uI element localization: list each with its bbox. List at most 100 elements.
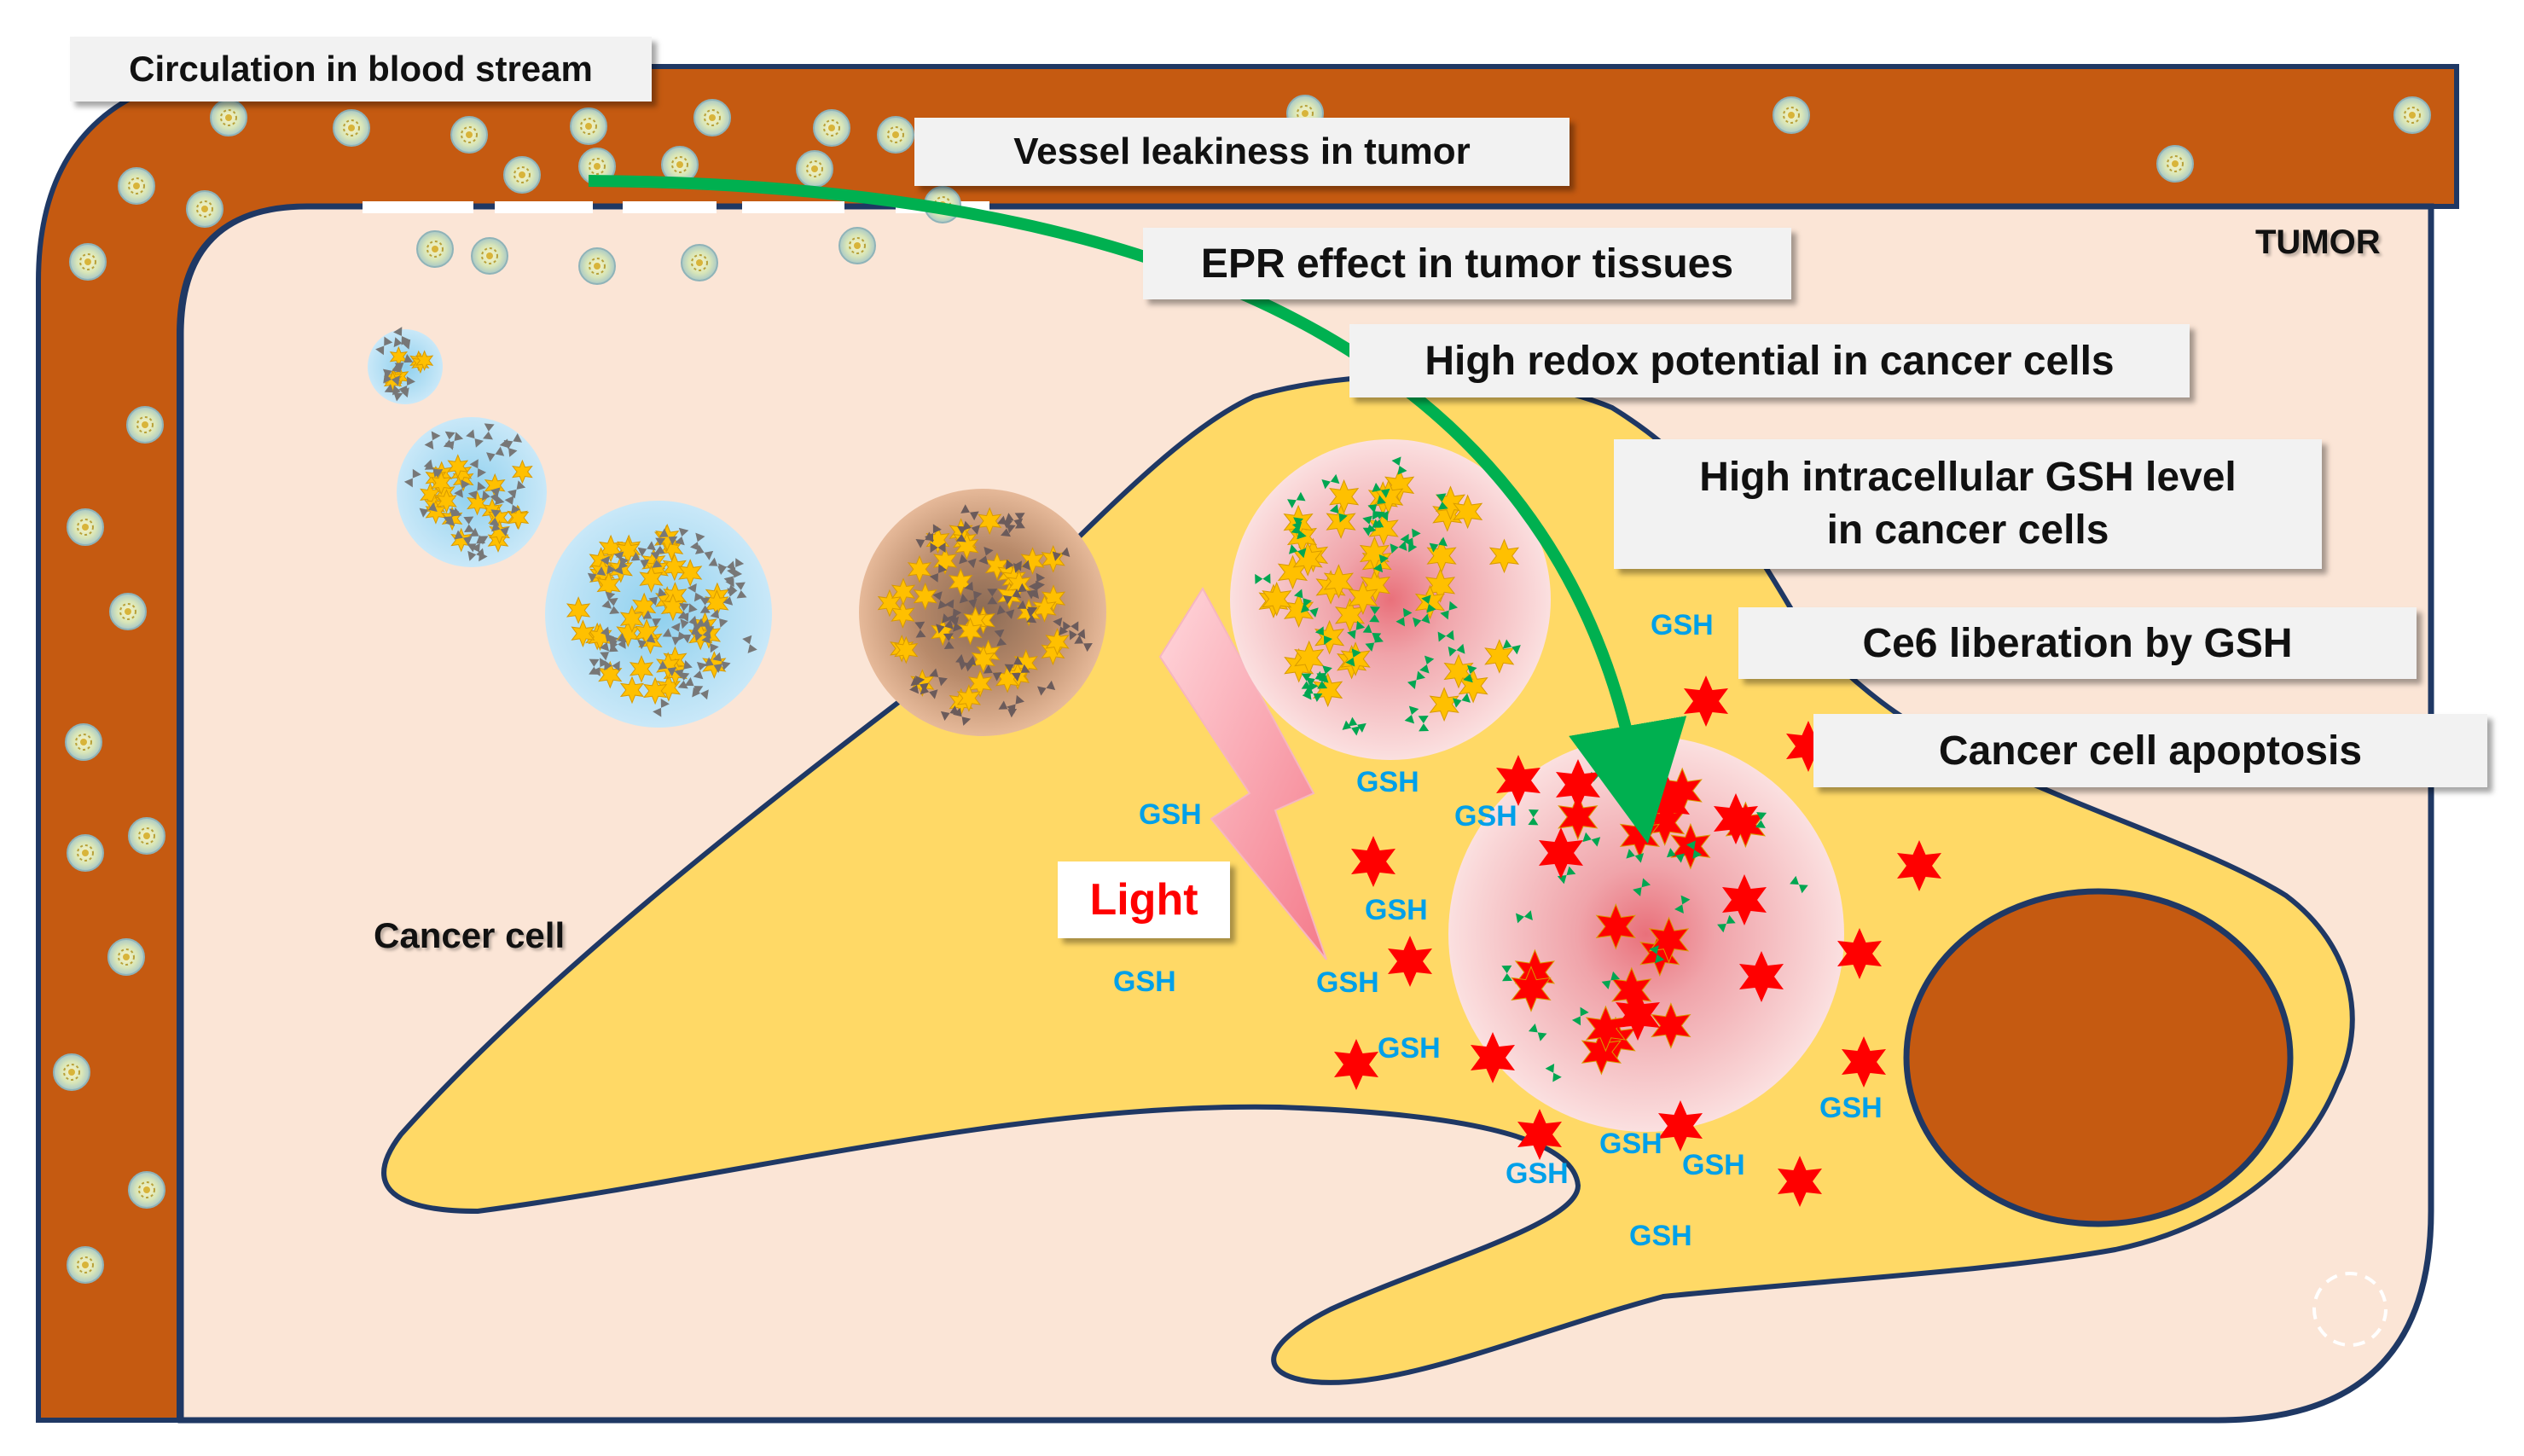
star-icon [1388,936,1432,987]
ligand-icon [677,603,690,619]
ligand-icon [587,566,606,583]
star-icon [1326,504,1356,539]
nanoparticle-icon [578,247,616,285]
gsh-level-line2: in cancer cells [1826,508,2109,553]
star-icon [1426,538,1457,573]
star-icon [1786,721,1831,772]
ligand-icon [694,544,714,560]
ligand-icon [662,628,682,646]
apoptosis-label: Cancer cell apoptosis [1813,714,2487,787]
star-icon [1778,1156,1822,1207]
star-icon [1262,581,1292,617]
gsh-label: GSH [1506,1157,1569,1190]
star-icon [566,596,591,624]
star-icon [634,618,659,647]
gsh-label: GSH [1378,1032,1441,1064]
ligand-icon [1666,848,1686,863]
ce6-liberation-label: Ce6 liberation by GSH [1738,607,2417,679]
ligand-icon [1329,504,1348,523]
ligand-icon [1545,1063,1562,1082]
ligand-icon [978,546,994,565]
ligand-icon [609,638,626,651]
star-icon [656,652,681,680]
ligand-icon [1372,482,1390,498]
ligand-icon [708,557,728,575]
ligand-icon [1007,694,1024,714]
ligand-icon [674,660,693,679]
star-icon [660,593,685,622]
ligand-icon [637,633,656,650]
nanoparticle-icon [65,723,102,761]
star-icon [1020,547,1045,575]
ligand-icon [936,619,954,634]
ligand-icon [1291,517,1303,534]
nanoparticle-icon [69,243,107,281]
nanoparticle-icon [796,150,833,188]
gsh-label: GSH [1599,1128,1662,1160]
cancer-cell-label: Cancer cell [374,915,566,955]
cell-nucleus [1903,888,2294,1227]
ligand-icon [1463,664,1477,683]
star-icon [1658,1100,1703,1151]
star-icon [956,684,982,712]
nanoparticle-icon [128,817,165,855]
star-icon [642,676,668,705]
ligand-icon [393,337,411,350]
ligand-icon [1013,560,1030,573]
ligand-icon [1063,621,1079,632]
ligand-icon [504,496,521,514]
star-icon [619,605,644,634]
star-icon [925,525,950,554]
nanoparticle-icon [126,406,164,444]
ligand-icon [996,605,1015,619]
star-icon [1359,536,1390,571]
star-icon [619,676,645,705]
ligand-icon [613,551,629,570]
ligand-icon [1557,866,1576,885]
star-icon [1739,951,1784,1002]
star-icon [1837,928,1882,979]
nanoparticle-icon [693,99,731,136]
ligand-icon [403,468,421,488]
ligand-icon [1052,547,1071,561]
star-icon [1314,619,1345,655]
nanoparticle-icon [570,107,607,145]
ligand-icon [1011,664,1030,682]
ligand-icon [699,597,711,613]
star-icon [1032,595,1057,623]
star-icon [891,577,916,606]
ligand-icon [1372,554,1389,573]
light-label: Light [1058,861,1230,938]
ligand-icon [930,542,946,554]
star-icon [958,617,983,646]
star-icon [1496,755,1541,806]
star-icon [1842,1036,1886,1088]
star-icon [511,459,533,484]
gsh-level-label: High intracellular GSH level in cancer c… [1614,439,2322,569]
star-icon [1581,1028,1622,1076]
ligand-icon [454,479,470,498]
gsh-label: GSH [1682,1149,1745,1181]
ligand-icon [920,684,938,699]
ligand-icon [1790,875,1808,894]
ligand-icon [650,551,663,568]
star-icon [1897,840,1941,891]
ligand-icon [1365,634,1384,652]
ligand-icon [994,629,1007,647]
ligand-icon [1686,840,1703,859]
carrier-released [1448,736,1844,1132]
ligand-icon [469,459,487,478]
star-icon [1511,966,1552,1012]
nanoparticle-icon [186,190,223,228]
ligand-icon [382,363,402,379]
ligand-icon [1074,635,1093,653]
star-icon [639,565,664,594]
ligand-icon [463,516,475,533]
ligand-icon [1448,643,1465,657]
ligand-icon [1026,606,1038,624]
star-icon [971,606,995,635]
star-icon [932,547,958,575]
star-icon [678,559,703,587]
nanoparticle-icon [118,167,155,205]
star-icon [571,619,595,648]
